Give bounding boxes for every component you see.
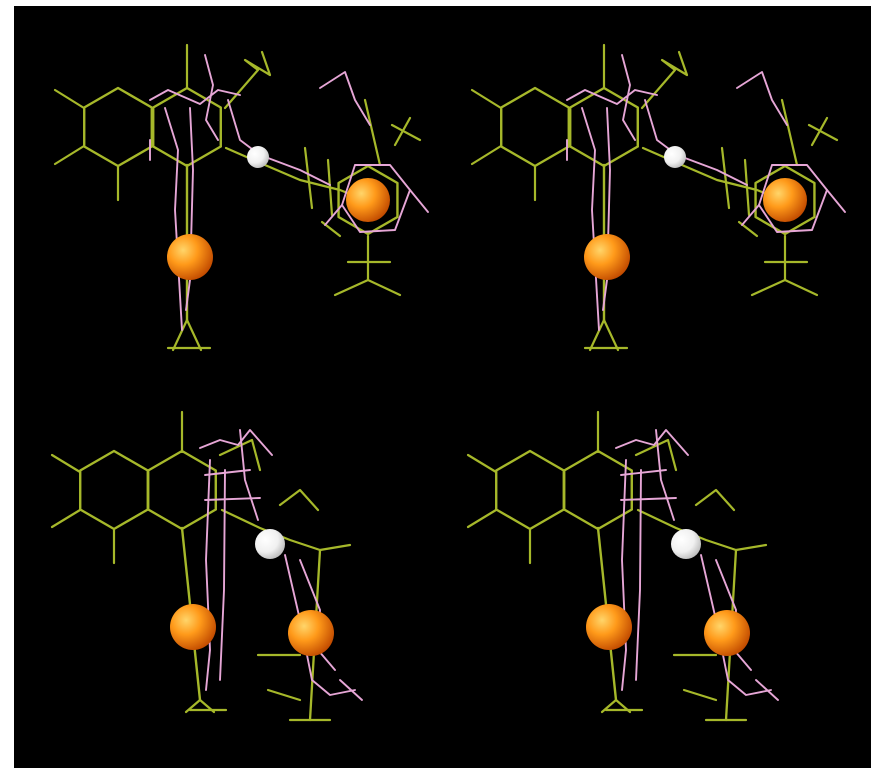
bond-line: [185, 318, 203, 352]
bond-chain: [199, 429, 273, 456]
figure-background: [14, 6, 871, 768]
bond-chain: [284, 554, 356, 696]
bond-line: [755, 679, 779, 701]
bond-chain: [218, 438, 262, 472]
pharmacophore-sphere-right-2: [763, 178, 807, 222]
bond-chain: [635, 469, 642, 681]
bond-line: [470, 88, 503, 110]
bond-chain: [239, 429, 259, 521]
bond-chain: [655, 429, 675, 521]
hbond-sphere-right: [671, 529, 701, 559]
bond-line: [810, 116, 829, 147]
bond-line: [466, 508, 498, 529]
bond-chain: [694, 488, 736, 512]
bond-chain: [700, 554, 772, 696]
bond-line: [366, 278, 402, 297]
bond-line: [807, 123, 839, 142]
pharmacophore-sphere-right-2: [704, 610, 750, 656]
bond-line: [326, 158, 334, 217]
bond-line: [826, 189, 846, 213]
bond-line: [783, 278, 819, 297]
bond-line: [324, 204, 343, 226]
bond-line: [266, 688, 302, 702]
pharmacophore-sphere-right-1: [584, 234, 630, 280]
bond-line: [780, 98, 799, 167]
bond-chain: [602, 107, 611, 311]
bond-chain: [204, 54, 219, 141]
bond-chain: [223, 50, 272, 110]
ring-c: [337, 164, 399, 236]
bond-chain: [621, 54, 636, 141]
bond-line: [390, 123, 422, 142]
bond-line: [720, 146, 731, 210]
bond-line: [743, 158, 751, 217]
bond-chain: [220, 508, 352, 552]
panel-bottom-left: [50, 410, 363, 722]
bond-line: [741, 204, 760, 226]
pharmacophore-sphere-left-1: [170, 604, 216, 650]
bond-line: [363, 98, 382, 167]
bond-chain: [185, 107, 194, 311]
pharmacophore-sphere-right-1: [586, 604, 632, 650]
bond-chain: [615, 429, 689, 456]
panel-top-right: [470, 43, 846, 352]
pharmacophore-sphere-left-2: [346, 178, 390, 222]
bond-chain: [278, 488, 320, 512]
bond-line: [682, 688, 718, 702]
bond-line: [620, 469, 667, 476]
hbond-sphere-left: [247, 146, 269, 168]
bond-chain: [634, 438, 678, 472]
bond-line: [620, 497, 677, 501]
panel-bottom-right: [466, 410, 779, 722]
bond-line: [171, 318, 189, 352]
bond-line: [333, 278, 370, 297]
bond-line: [750, 278, 787, 297]
bond-chain: [736, 71, 788, 126]
bond-line: [588, 318, 606, 352]
bond-line: [53, 144, 86, 166]
bond-line: [184, 698, 202, 714]
bond-chain: [621, 459, 627, 691]
bond-chain: [205, 459, 211, 691]
bond-line: [466, 453, 498, 474]
bond-line: [339, 679, 363, 701]
pharmacophore-sphere-left-1: [167, 234, 213, 280]
bond-chain: [566, 89, 658, 105]
bond-line: [50, 508, 82, 529]
panel-top-left: [53, 43, 429, 352]
ring-c: [754, 164, 816, 236]
bond-line: [53, 88, 86, 110]
hbond-sphere-left: [255, 529, 285, 559]
bond-line: [393, 116, 412, 147]
bond-line: [409, 189, 429, 213]
bond-chain: [319, 71, 371, 126]
bond-line: [50, 453, 82, 474]
hbond-sphere-right: [664, 146, 686, 168]
bond-chain: [149, 89, 241, 105]
bond-line: [602, 318, 620, 352]
bond-chain: [640, 50, 689, 110]
bond-chain: [636, 508, 768, 552]
bond-line: [204, 497, 261, 501]
bond-line: [470, 144, 503, 166]
pharmacophore-sphere-left-2: [288, 610, 334, 656]
bond-line: [303, 146, 314, 210]
bond-line: [600, 698, 618, 714]
bond-line: [204, 469, 251, 476]
bond-chain: [219, 469, 226, 681]
